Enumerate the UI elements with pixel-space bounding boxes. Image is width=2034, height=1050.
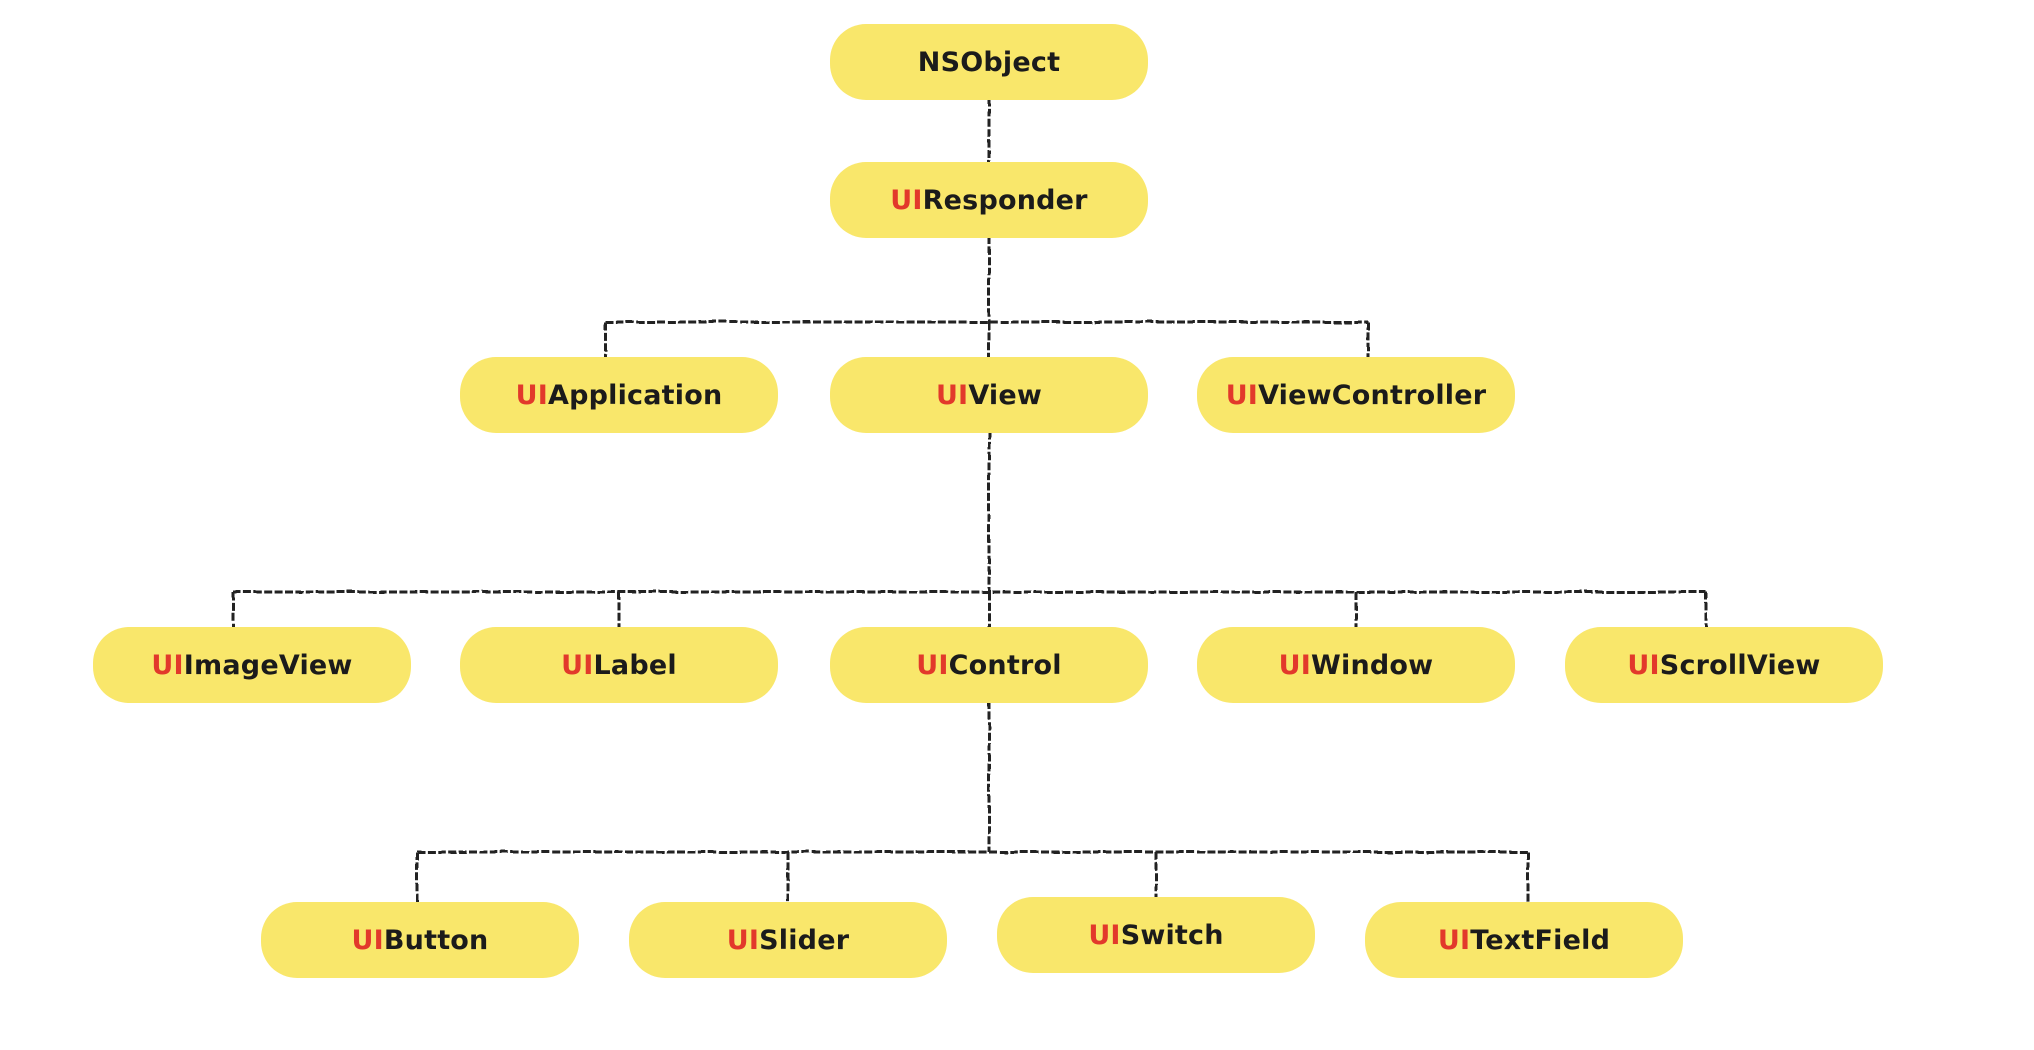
class-name-label: Switch bbox=[1120, 919, 1224, 951]
class-node-nsobject: NSObject bbox=[830, 24, 1148, 100]
class-name-label: TextField bbox=[1470, 924, 1611, 956]
class-prefix-label: UI bbox=[561, 649, 594, 681]
class-name-label: Button bbox=[383, 924, 489, 956]
class-prefix-label: UI bbox=[151, 649, 184, 681]
class-name-label: Control bbox=[948, 649, 1062, 681]
class-prefix-label: UI bbox=[1225, 379, 1259, 411]
class-prefix-label: UI bbox=[935, 379, 969, 411]
class-prefix-label: UI bbox=[515, 379, 548, 411]
class-name-label: Label bbox=[593, 649, 677, 681]
class-name-label: NSObject bbox=[917, 46, 1061, 78]
class-prefix-label: UI bbox=[1437, 924, 1471, 956]
class-name-label: ViewController bbox=[1258, 379, 1487, 411]
class-name-label: Window bbox=[1311, 649, 1434, 681]
class-prefix-label: UI bbox=[890, 184, 923, 216]
class-prefix-label: UI bbox=[916, 649, 949, 681]
class-name-label: View bbox=[968, 379, 1043, 411]
class-name-label: ImageView bbox=[183, 649, 353, 681]
class-prefix-label: UI bbox=[351, 924, 384, 956]
class-prefix-label: UI bbox=[1088, 919, 1121, 951]
class-prefix-label: UI bbox=[726, 924, 760, 956]
class-name-label: Responder bbox=[922, 184, 1088, 216]
class-prefix-label: UI bbox=[1278, 649, 1312, 681]
class-name-label: ScrollView bbox=[1659, 649, 1821, 681]
class-name-label: Slider bbox=[759, 924, 850, 956]
class-prefix-label: UI bbox=[1627, 649, 1660, 681]
class-name-label: Application bbox=[547, 379, 723, 411]
